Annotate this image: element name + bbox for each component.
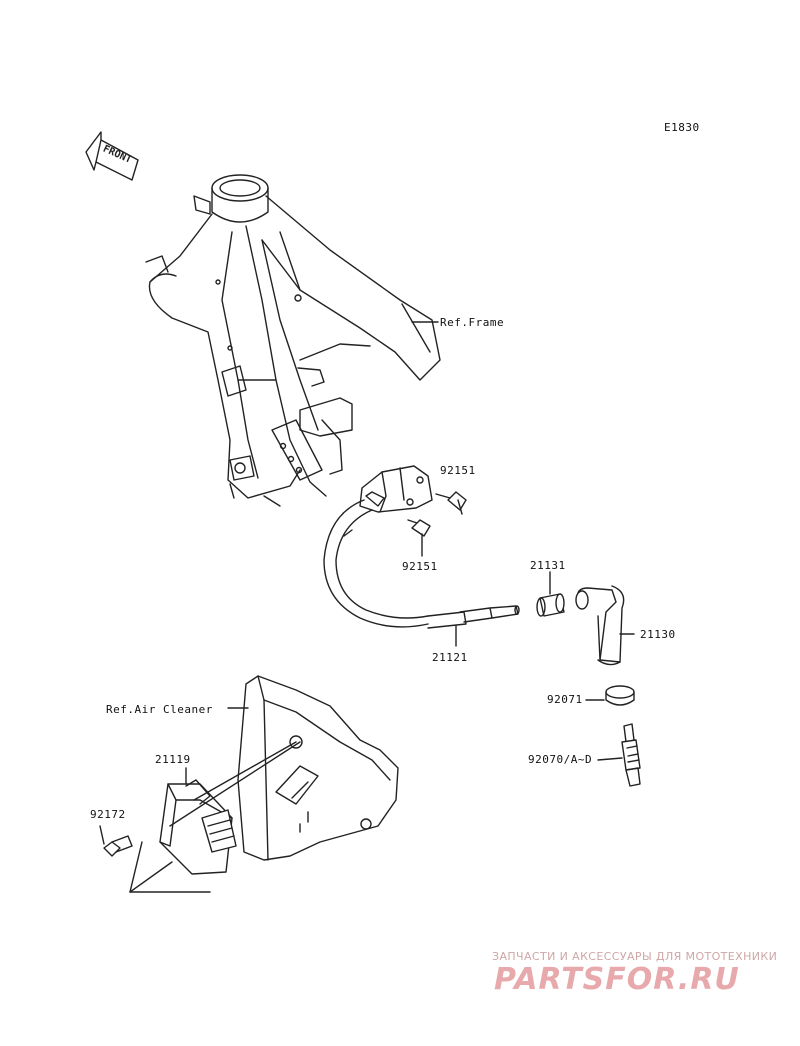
watermark-tagline: ЗАПЧАСТИ И АКСЕССУАРЫ ДЛЯ МОТОТЕХНИКИ <box>492 950 778 963</box>
cap-seal-21131 <box>536 571 565 617</box>
ref-air-cleaner-label: Ref.Air Cleaner <box>106 703 213 716</box>
part-21121-label[interactable]: 21121 <box>432 651 468 664</box>
part-92172-label[interactable]: 92172 <box>90 808 126 821</box>
part-21119-label[interactable]: 21119 <box>155 753 191 766</box>
part-92071-label[interactable]: 92071 <box>547 693 583 706</box>
high-tension-wire <box>323 499 520 647</box>
part-92151-upper-label[interactable]: 92151 <box>440 464 476 477</box>
ignition-coil <box>359 465 433 513</box>
diagram-code: E1830 <box>664 121 700 134</box>
bolt-92151-upper <box>435 491 467 515</box>
front-arrow-icon: FRONT <box>85 131 139 181</box>
plug-cap-21130 <box>575 585 635 666</box>
part-21131-label[interactable]: 21131 <box>530 559 566 572</box>
gasket-92071 <box>585 685 635 706</box>
part-21130-label[interactable]: 21130 <box>640 628 676 641</box>
air-cleaner-box <box>227 675 399 861</box>
spark-plug-92070 <box>597 723 641 787</box>
part-92070-label[interactable]: 92070/A~D <box>528 753 593 766</box>
frame-outline <box>145 174 441 507</box>
part-92151-lower-label[interactable]: 92151 <box>402 560 438 573</box>
bolt-92172 <box>99 825 133 857</box>
bolt-92151-lower <box>407 519 431 557</box>
igniter-21119 <box>129 741 301 893</box>
watermark-logo: PARTSFOR.RU <box>494 962 740 997</box>
ref-frame-label: Ref.Frame <box>440 316 505 329</box>
